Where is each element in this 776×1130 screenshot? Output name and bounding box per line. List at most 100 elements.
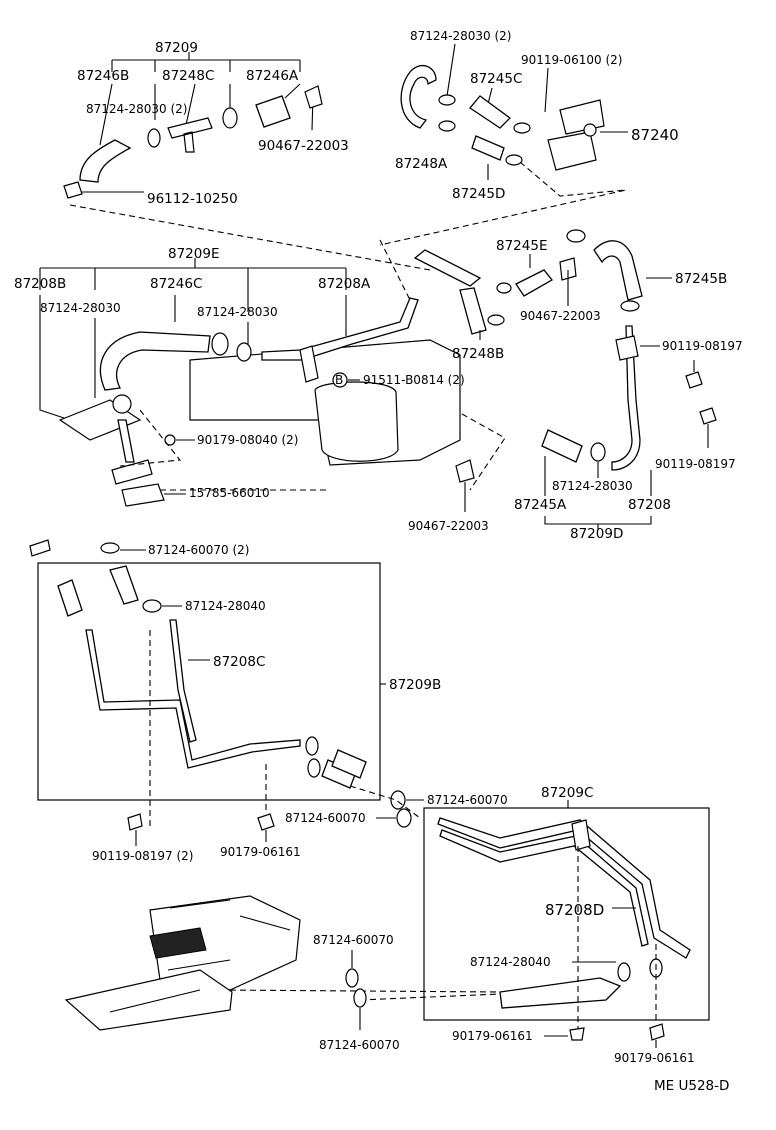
pipe-87208c bbox=[85, 629, 301, 769]
hose-87245b bbox=[593, 240, 643, 301]
label-87246c: 87246C bbox=[150, 276, 202, 292]
label-87248b: 87248B bbox=[452, 346, 504, 362]
hose-87245e bbox=[515, 269, 553, 297]
clamp-icon bbox=[345, 968, 359, 988]
hose-87245c bbox=[469, 95, 511, 129]
label-87124-60070-bottom-top: 87124-60070 bbox=[313, 933, 394, 947]
pipe-87248b bbox=[413, 249, 482, 287]
pipe-87208c-branch bbox=[169, 619, 197, 743]
group-87209b: 87124-60070 (2) 87124-28040 87208C 87209… bbox=[29, 539, 441, 863]
group-87209: 87209 87246B 87248C 87246A 87124-28030 (… bbox=[63, 40, 349, 207]
label-15785-66010: 15785-66010 bbox=[189, 486, 270, 500]
heater-core-shadow bbox=[149, 927, 207, 959]
clamp-icon bbox=[29, 539, 51, 557]
b-marker-letter: B bbox=[335, 373, 343, 387]
hose-87246c bbox=[99, 331, 211, 391]
bolt-icon bbox=[699, 407, 717, 425]
gasket-15785-66010 bbox=[121, 483, 165, 507]
label-87124-60070-bottom: 87124-60070 bbox=[319, 1038, 400, 1052]
label-87246b: 87246B bbox=[77, 68, 129, 84]
group-87209d: 87248B 87245E 90467-22003 87245B 90119-0… bbox=[408, 229, 743, 542]
heater-duct bbox=[64, 969, 233, 1031]
label-90467-22003-bottom: 90467-22003 bbox=[408, 519, 489, 533]
label-90179-06161-left: 90179-06161 bbox=[220, 845, 301, 859]
bolt-icon bbox=[127, 813, 143, 831]
label-87124-60070-left: 87124-60070 bbox=[285, 811, 366, 825]
label-87246a: 87246A bbox=[246, 68, 299, 84]
clamp-icon bbox=[620, 300, 640, 312]
label-90179-08040-2: 90179-08040 (2) bbox=[197, 433, 299, 447]
hose-87208d-outlet bbox=[499, 977, 622, 1009]
clamp-icon bbox=[566, 229, 586, 243]
pipe-joint-icon bbox=[112, 394, 132, 414]
clamp-icon bbox=[222, 107, 238, 129]
label-90119-08197-right-bottom: 90119-08197 bbox=[655, 457, 736, 471]
label-90467-22003-mid: 90467-22003 bbox=[520, 309, 601, 323]
label-87240: 87240 bbox=[631, 126, 679, 144]
hose-87208c-outlet bbox=[109, 565, 139, 605]
hose-segment bbox=[331, 749, 367, 779]
pipe-87208 bbox=[611, 325, 641, 471]
nut-icon bbox=[569, 1027, 585, 1041]
label-87124-28030-mid: 87124-28030 bbox=[197, 305, 278, 319]
pipe-87208b bbox=[117, 419, 135, 463]
pipe-bracket bbox=[615, 335, 639, 361]
pipe-87208d-second bbox=[439, 829, 649, 947]
nut-icon bbox=[257, 813, 275, 831]
label-87248c: 87248C bbox=[162, 68, 214, 84]
clamp-icon bbox=[390, 790, 406, 810]
label-87124-60070-right: 87124-60070 bbox=[427, 793, 508, 807]
nut-icon bbox=[649, 1023, 665, 1041]
clamp-icon bbox=[590, 442, 606, 462]
label-87124-28030-2-top-left: 87124-28030 (2) bbox=[86, 102, 188, 116]
pipe-87248b-lower bbox=[459, 287, 487, 335]
label-90119-06100-2: 90119-06100 (2) bbox=[521, 53, 623, 67]
label-90119-08197-2: 90119-08197 (2) bbox=[92, 849, 194, 863]
label-87208b: 87208B bbox=[14, 276, 66, 292]
label-87124-28040-bottom: 87124-28040 bbox=[470, 955, 551, 969]
clamp-icon bbox=[617, 962, 631, 982]
label-87208d: 87208D bbox=[545, 901, 604, 919]
hose-87248a bbox=[400, 64, 437, 129]
label-87245d: 87245D bbox=[452, 186, 505, 202]
bolt-icon bbox=[63, 181, 83, 199]
clamp-icon bbox=[438, 120, 456, 132]
label-87209d: 87209D bbox=[570, 526, 623, 542]
valve-bracket bbox=[559, 99, 605, 135]
label-87124-28030-2-top-right: 87124-28030 (2) bbox=[410, 29, 512, 43]
nut-icon bbox=[164, 434, 176, 446]
clamp-icon bbox=[353, 988, 367, 1008]
group-box-87209b bbox=[37, 562, 381, 801]
label-87248a: 87248A bbox=[395, 156, 448, 172]
clip-icon bbox=[455, 459, 475, 483]
clamp-icon bbox=[142, 599, 162, 613]
clamp-icon bbox=[505, 154, 523, 166]
tee-pipe-87248c bbox=[167, 117, 213, 153]
clamp-icon bbox=[487, 314, 505, 326]
label-87245c: 87245C bbox=[470, 71, 522, 87]
hose-87245d bbox=[471, 135, 505, 161]
group-heater-core: 87124-60070 87124-60070 bbox=[64, 895, 400, 1052]
label-87209: 87209 bbox=[155, 40, 198, 56]
clamp-icon bbox=[438, 94, 456, 106]
label-87245e: 87245E bbox=[496, 238, 547, 254]
label-87208a: 87208A bbox=[318, 276, 371, 292]
heater-unit bbox=[314, 381, 399, 462]
hose-end-icon bbox=[211, 332, 229, 356]
label-91511-b0814-2: 91511-B0814 (2) bbox=[363, 373, 465, 387]
clamp-icon bbox=[496, 282, 512, 294]
label-87124-28040-top: 87124-28040 bbox=[185, 599, 266, 613]
clamp-icon bbox=[305, 736, 319, 756]
label-87124-28030-right: 87124-28030 bbox=[552, 479, 633, 493]
bolt-icon bbox=[685, 371, 703, 389]
clamp-icon bbox=[100, 542, 120, 554]
label-87124-28030-left: 87124-28030 bbox=[40, 301, 121, 315]
group-87240: 87124-28030 (2) 90119-06100 (2) 87245C 8… bbox=[379, 29, 679, 246]
hose-87246a bbox=[255, 95, 291, 128]
group-87209c: 87124-60070 87124-60070 87209C 87208D 87… bbox=[219, 785, 710, 1065]
label-87209e: 87209E bbox=[168, 246, 219, 262]
clamp-icon bbox=[307, 758, 321, 778]
clamp-icon bbox=[513, 122, 531, 134]
pipe-87208a bbox=[261, 297, 419, 361]
